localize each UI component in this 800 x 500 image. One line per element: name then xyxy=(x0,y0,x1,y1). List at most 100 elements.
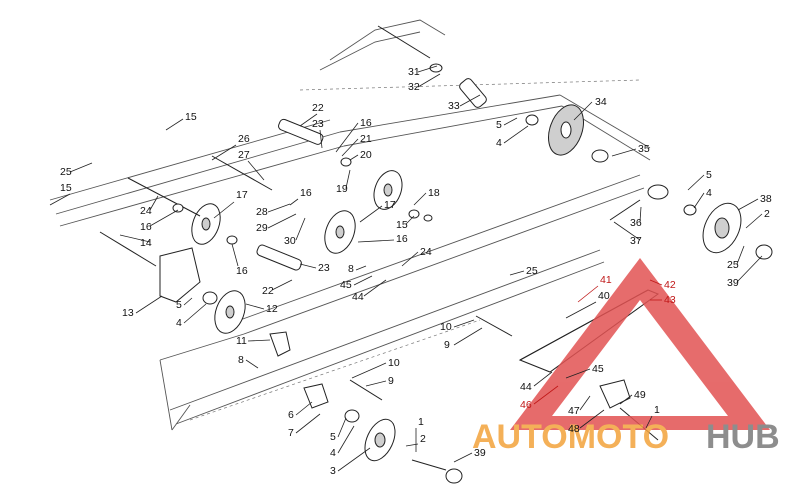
leader-line-c41 xyxy=(577,285,599,303)
callout-c6: 6 xyxy=(288,409,294,421)
callout-c3: 3 xyxy=(330,465,336,477)
callout-c10a: 10 xyxy=(440,321,452,333)
leader-line-c5d xyxy=(337,417,347,438)
leader-line-c44a xyxy=(363,279,387,297)
callout-c15b: 15 xyxy=(185,111,197,123)
callout-c44a: 44 xyxy=(352,291,364,303)
callout-c22b: 22 xyxy=(262,285,274,297)
leader-line-c24b xyxy=(401,251,419,267)
leader-line-c5a xyxy=(503,117,518,126)
callout-c43: 43 xyxy=(664,294,676,306)
callout-c38: 38 xyxy=(760,193,772,205)
leader-line-c37 xyxy=(613,221,641,241)
callout-c44b: 44 xyxy=(520,381,532,393)
leader-line-c39a xyxy=(736,255,763,283)
callout-c8a: 8 xyxy=(348,263,354,275)
leader-line-c39b xyxy=(453,452,473,463)
callout-c2a: 2 xyxy=(764,208,770,220)
callout-c4d: 4 xyxy=(330,447,336,459)
callout-c45b: 45 xyxy=(592,363,604,375)
callout-c19: 19 xyxy=(336,183,348,195)
leader-line-c12 xyxy=(245,303,265,310)
watermark-triangle xyxy=(510,258,770,430)
callout-c4c: 4 xyxy=(176,317,182,329)
idler-wheel-34 xyxy=(548,104,584,156)
callout-c8b: 8 xyxy=(238,354,244,366)
leader-line-c48 xyxy=(579,409,605,429)
leader-line-c45a xyxy=(353,275,373,286)
callout-c18: 18 xyxy=(428,187,440,199)
idler-wheel-17b xyxy=(324,210,356,254)
callout-c37: 37 xyxy=(630,235,642,247)
leader-line-c6 xyxy=(295,401,313,416)
idler-wheel-17a xyxy=(373,170,403,210)
callout-c9b: 9 xyxy=(388,375,394,387)
leader-line-c15a xyxy=(405,215,415,225)
leader-line-c34 xyxy=(573,101,593,121)
callout-c16e: 16 xyxy=(236,265,248,277)
leader-line-c4d xyxy=(337,425,355,454)
callout-c36: 36 xyxy=(630,217,642,229)
leader-line-c45b xyxy=(565,368,591,379)
leader-line-c25a xyxy=(736,245,745,265)
leader-line-c27 xyxy=(247,160,265,181)
idler-wheel-38 xyxy=(702,202,742,254)
callout-c31: 31 xyxy=(408,66,420,78)
callout-c28: 28 xyxy=(256,206,268,218)
leader-line-c8b xyxy=(245,359,259,369)
leader-line-c2a xyxy=(745,213,763,229)
callout-c27: 27 xyxy=(238,149,250,161)
leader-line-c15b xyxy=(165,118,184,131)
callout-c15c: 15 xyxy=(60,182,72,194)
callout-c23b: 23 xyxy=(318,262,330,274)
leader-line-c25b xyxy=(69,162,93,173)
leader-line-c24a xyxy=(149,195,159,211)
callout-c5b: 5 xyxy=(706,169,712,181)
callout-c17b: 17 xyxy=(236,189,248,201)
callout-c22a: 22 xyxy=(312,102,324,114)
leader-line-c9b xyxy=(365,380,387,387)
callout-c23a: 23 xyxy=(312,118,324,130)
callout-c35: 35 xyxy=(638,143,650,155)
callout-c1a: 1 xyxy=(418,416,424,428)
leader-line-c4b xyxy=(693,192,705,209)
callout-c30: 30 xyxy=(284,235,296,247)
leader-line-c20 xyxy=(349,154,359,161)
callout-c39b: 39 xyxy=(474,447,486,459)
leader-line-c16b xyxy=(357,239,395,243)
leader-line-c21 xyxy=(341,138,359,157)
callout-c14: 14 xyxy=(140,237,152,249)
leader-line-c13 xyxy=(135,295,163,314)
idler-wheel-3 xyxy=(364,418,396,462)
callout-c24b: 24 xyxy=(420,246,432,258)
leader-line-c17b xyxy=(213,201,235,219)
leader-line-c47 xyxy=(579,395,591,411)
callout-c4a: 4 xyxy=(496,137,502,149)
callout-c16a: 16 xyxy=(360,117,372,129)
leader-line-c30 xyxy=(295,217,306,241)
callout-c21: 21 xyxy=(360,133,372,145)
leader-line-c40 xyxy=(565,301,597,319)
callout-c49: 49 xyxy=(634,389,646,401)
leader-line-c18 xyxy=(413,192,427,206)
callout-c15a: 15 xyxy=(396,219,408,231)
leader-line-c8a xyxy=(355,265,367,271)
callout-c26: 26 xyxy=(238,133,250,145)
callout-c10b: 10 xyxy=(388,357,400,369)
callout-c39a: 39 xyxy=(727,277,739,289)
callout-c5d: 5 xyxy=(330,431,336,443)
callout-c41: 41 xyxy=(600,274,612,286)
leader-line-c17a xyxy=(359,205,383,223)
callout-c42: 42 xyxy=(664,279,676,291)
leader-line-c2b xyxy=(405,443,419,447)
leader-line-c9a xyxy=(453,327,483,346)
leader-line-c28 xyxy=(267,203,291,213)
leader-line-c14 xyxy=(119,234,151,243)
leader-line-c1b xyxy=(645,415,653,429)
leader-line-c23b xyxy=(299,263,317,269)
automotohub-watermark: AUTOMOTO HUB xyxy=(472,258,780,456)
callout-c7: 7 xyxy=(288,427,294,439)
axle-parts xyxy=(99,25,773,484)
callout-c5c: 5 xyxy=(176,299,182,311)
